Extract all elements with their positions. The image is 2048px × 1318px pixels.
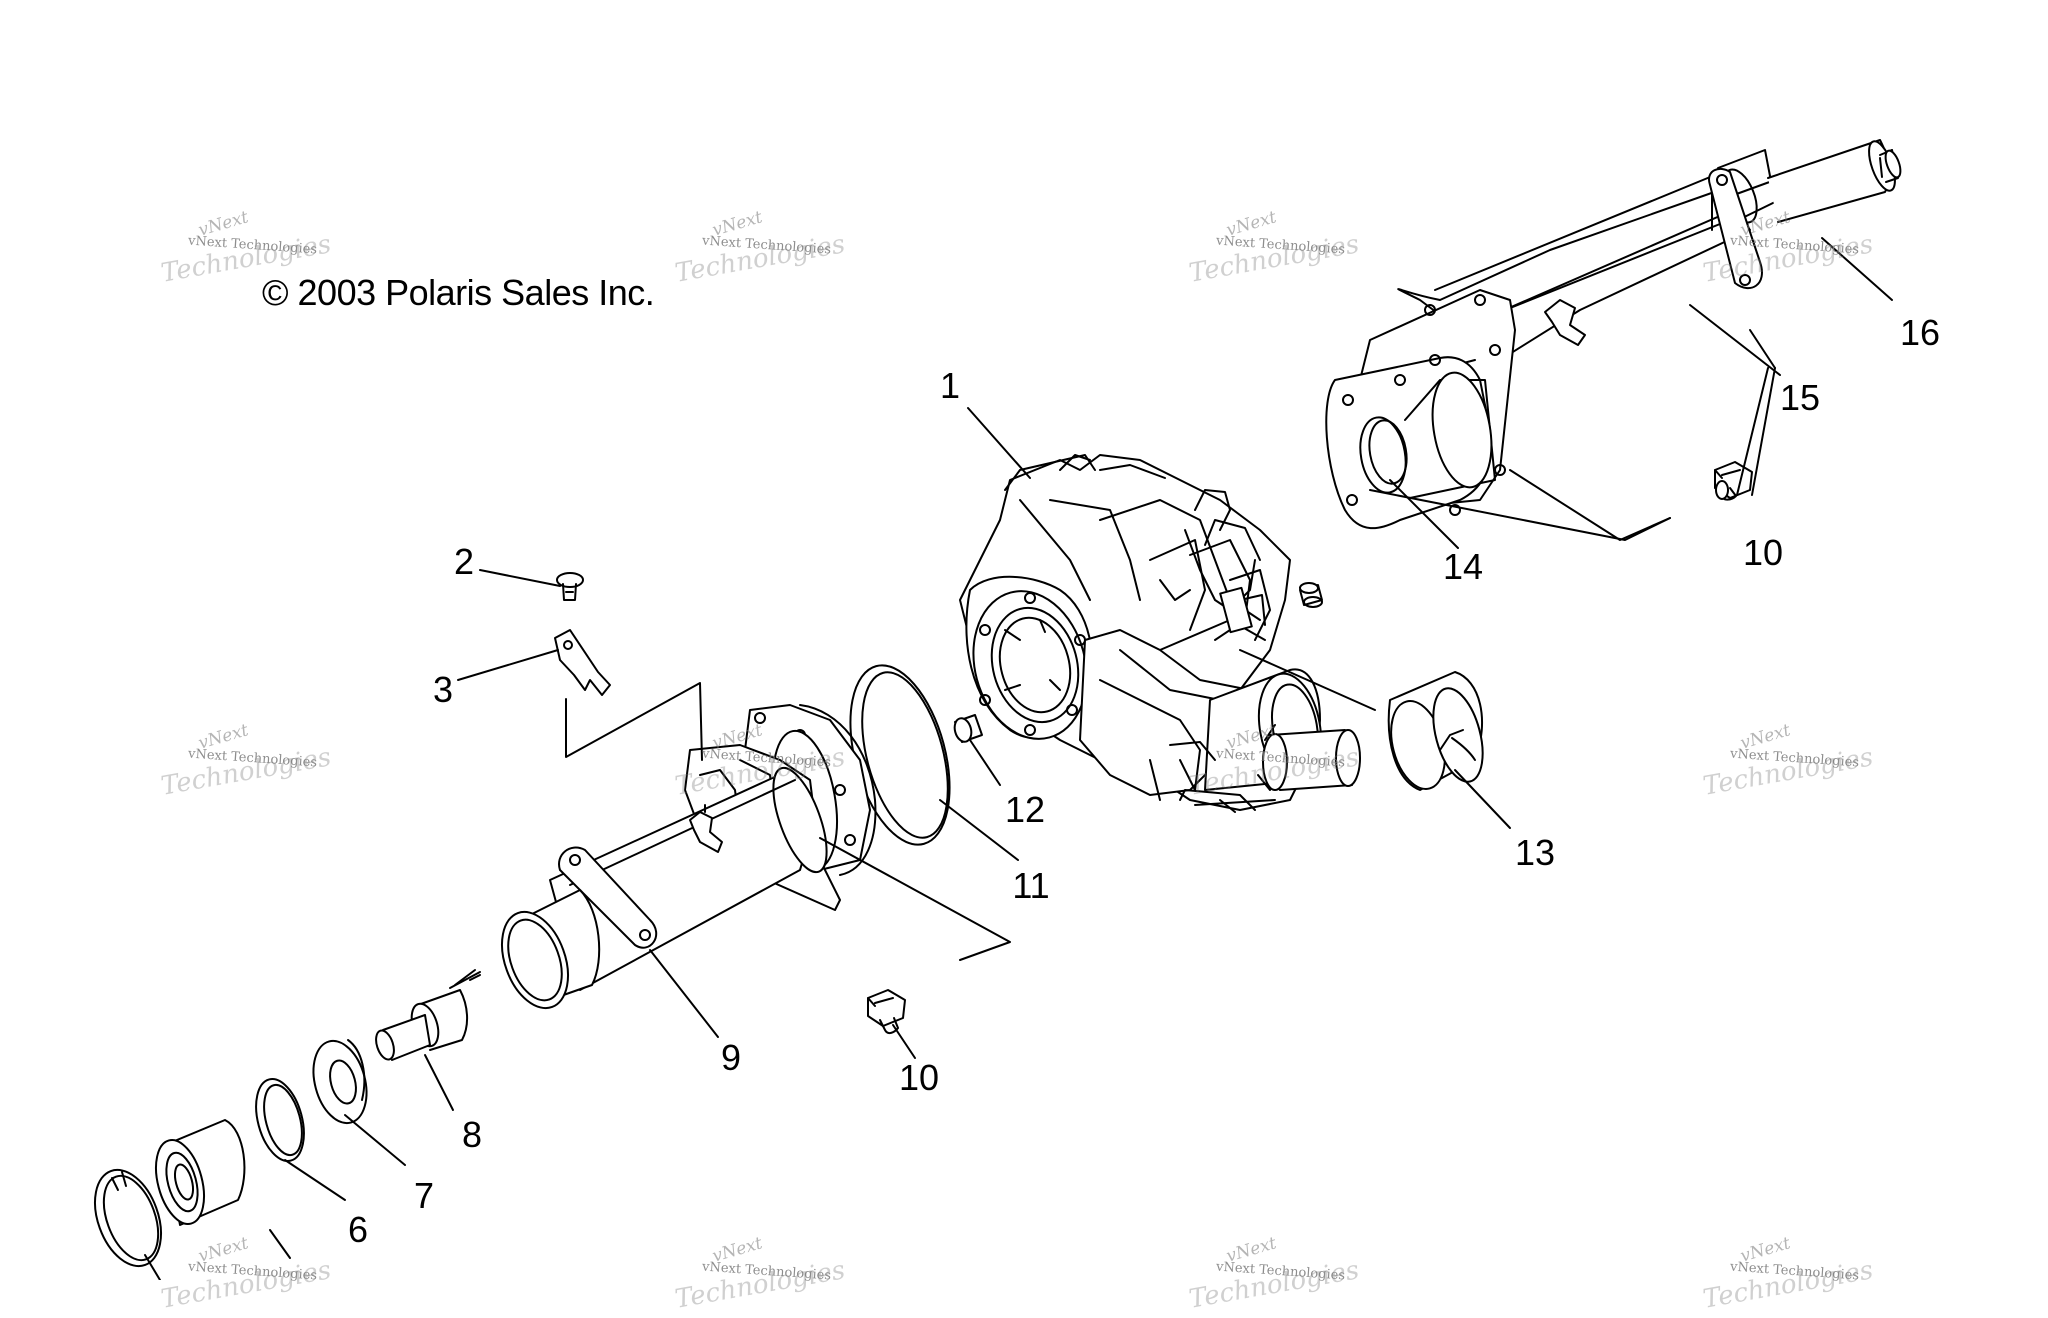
callout-9: 9 <box>720 1037 742 1078</box>
clip-3 <box>555 630 610 695</box>
callout-16: 16 <box>1899 312 1941 353</box>
shaft-8 <box>373 970 480 1062</box>
axle-housing-right <box>1326 138 1903 540</box>
circlip-4 <box>83 1161 174 1275</box>
bolt-10-right <box>1715 462 1752 500</box>
callout-3: 3 <box>432 669 454 710</box>
callout-10-left: 10 <box>898 1057 940 1098</box>
rivet-2 <box>557 573 583 600</box>
callout-11: 11 <box>1012 865 1050 906</box>
callout-13: 13 <box>1514 832 1556 873</box>
differential-housing <box>957 455 1360 812</box>
callout-6: 6 <box>347 1209 369 1250</box>
callout-14: 14 <box>1442 546 1484 587</box>
bearing-5 <box>148 1120 245 1229</box>
callout-8: 8 <box>461 1114 483 1155</box>
bushing-13 <box>1382 672 1491 795</box>
dowel-pin <box>1300 583 1322 607</box>
callout-15: 15 <box>1779 377 1821 418</box>
snap-ring-6 <box>248 1074 312 1167</box>
axle-housing-left <box>490 705 876 1017</box>
copyright-notice: © 2003 Polaris Sales Inc. <box>262 272 655 313</box>
callout-10-right: 10 <box>1742 532 1784 573</box>
exploded-view-drawing <box>0 0 2048 1280</box>
callout-1: 1 <box>939 365 961 406</box>
washer-7 <box>305 1035 375 1129</box>
assembly-lines <box>450 490 1670 988</box>
callout-12: 12 <box>1004 789 1046 830</box>
callout-7: 7 <box>413 1175 435 1216</box>
dowel-12 <box>952 715 982 744</box>
bolt-10-left <box>868 990 905 1033</box>
leader-lines <box>145 238 1892 1280</box>
callout-2: 2 <box>453 541 475 582</box>
